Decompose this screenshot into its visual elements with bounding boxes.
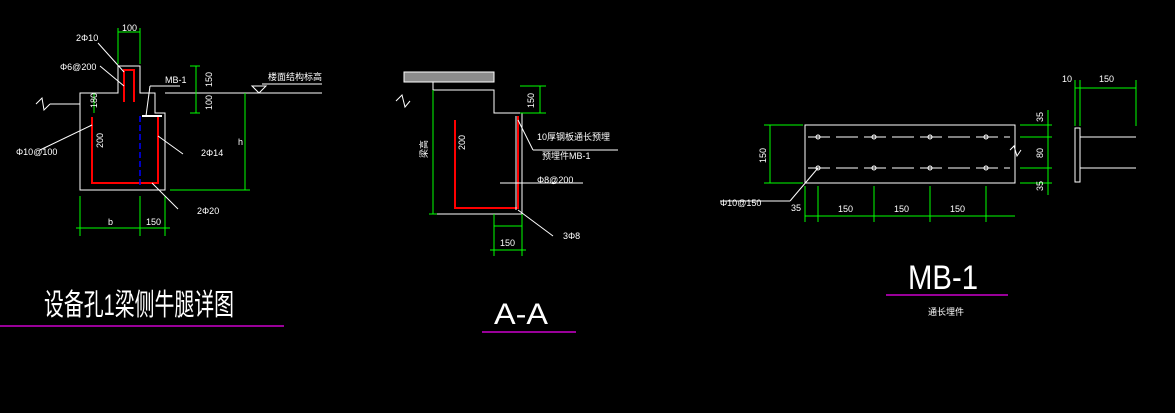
detail3-title: MB-1 [908,259,978,297]
leader-lines [39,42,184,210]
dim-35-bottom: 35 [1035,181,1045,191]
bar-2phi14-label: 2Φ14 [201,148,223,158]
dim-100-top: 100 [122,23,137,33]
embedded-note-line2: 预埋件MB-1 [542,150,591,161]
dim-150-bottom: 150 [146,217,161,227]
dim-100-right: 100 [204,95,214,110]
plate-outline [804,124,1016,184]
rebar-loop [454,116,519,209]
bar-2phi20-label: 2Φ20 [197,206,219,216]
anchor-spacing-label: Φ10@150 [720,198,761,208]
dim-h: h [238,137,243,147]
anchor-leader [789,167,819,202]
break-mark-2 [395,94,411,109]
detail-mb1-plate: 10 150 150 35 80 35 Φ10@150 35 150 150 1… [720,74,1137,317]
dimension-lines-3 [764,80,1137,222]
bar-3phi8-label: 3Φ8 [563,231,580,241]
dim-150-top-2: 150 [526,93,536,108]
dimension-lines-2 [429,85,546,256]
dim-200-2: 200 [457,135,467,150]
dim-150-top-3: 150 [1099,74,1114,84]
side-plate [1074,127,1081,183]
break-mark-3 [1009,145,1022,158]
mb1-label: MB-1 [165,75,187,85]
dim-200: 200 [95,133,105,148]
detail-section-a-a: 150 10厚钢板通长预埋 预埋件MB-1 200 梁高 Φ8@200 150 … [395,71,618,333]
detail2-title: A-A [494,298,548,331]
break-mark [35,96,51,112]
embedded-note-line1: 10厚钢板通长预埋 [537,131,610,142]
stirrup-phi8-label: Φ8@200 [537,175,573,185]
dim-150-seg3: 150 [950,204,965,214]
stirrup-phi10-label: Φ10@100 [16,147,57,157]
bar-2phi10-label: 2Φ10 [76,33,98,43]
dim-150: 150 [204,72,214,87]
detail1-title: 设备孔1梁侧牛腿详图 [44,289,234,322]
dim-35-top: 35 [1035,112,1045,122]
slab-hatch [404,72,494,82]
dim-150-bottom-2: 150 [500,238,515,248]
corbel-outline [50,65,166,191]
dim-180: 180 [89,93,99,108]
anchor-points [815,134,989,171]
beam-height-label: 梁高 [418,140,429,158]
dimension-lines [76,28,250,236]
detail3-subtitle: 通长埋件 [928,306,964,317]
dim-150-seg2: 150 [894,204,909,214]
dim-150-left-3: 150 [758,148,768,163]
slab-level-label: 楼面结构标高 [268,71,322,82]
dim-10: 10 [1062,74,1072,84]
level-marker [250,85,268,94]
leader-lines-2 [500,119,618,237]
rebar-hairpin [123,69,135,102]
detail-beam-corbel: 100 2Φ10 Φ6@200 MB-1 150 100 180 楼面结构标高 … [0,23,322,327]
rebar-stirrup [91,117,159,184]
section-outline [404,81,523,215]
dim-35-left: 35 [791,203,801,213]
stirrup-phi6-label: Φ6@200 [60,62,96,72]
dim-150-seg1: 150 [838,204,853,214]
dim-b: b [108,217,113,227]
dim-80: 80 [1035,148,1045,158]
slab-hatch-outline [403,71,495,83]
